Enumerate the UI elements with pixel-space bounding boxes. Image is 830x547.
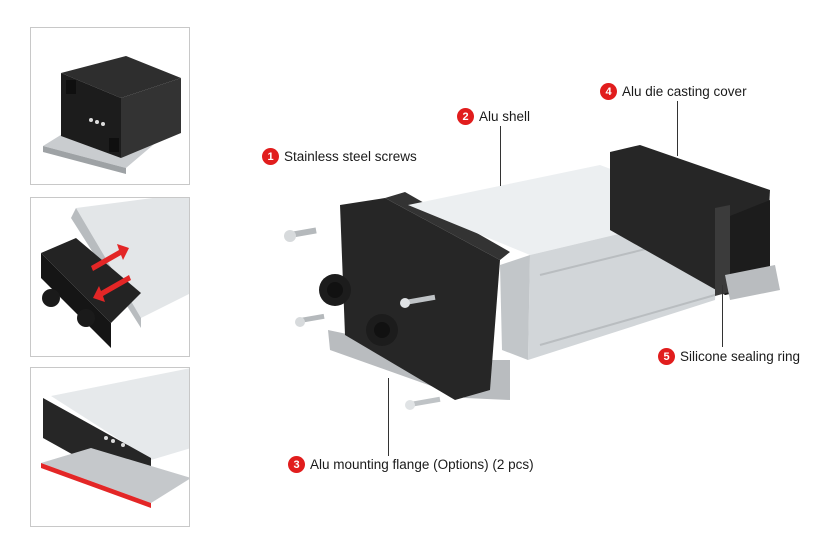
thumbnail-assembled[interactable] xyxy=(30,27,190,185)
sealing-ring-shape xyxy=(715,205,730,296)
exploded-view-diagram xyxy=(284,145,780,410)
callout-label-5: Silicone sealing ring xyxy=(680,349,801,364)
callout-alu-mounting-flange: 3 Alu mounting flange (Options) (2 pcs) xyxy=(288,456,534,473)
leader-line-3 xyxy=(388,378,389,456)
number-badge-3: 3 xyxy=(288,456,305,473)
leader-line-2 xyxy=(500,126,501,186)
number-badge-1: 1 xyxy=(262,148,279,165)
leader-line-5 xyxy=(722,285,723,347)
number-badge-5: 5 xyxy=(658,348,675,365)
callout-label-2: Alu shell xyxy=(479,109,531,124)
screw-left-lower xyxy=(295,313,325,327)
number-badge-2: 2 xyxy=(457,108,474,125)
callout-label-3: Alu mounting flange (Options) (2 pcs) xyxy=(310,457,534,472)
slide-in-assembly-image xyxy=(41,198,189,348)
leader-line-4 xyxy=(677,101,678,156)
arrow-in-icon xyxy=(91,244,129,271)
assembled-enclosure-image xyxy=(43,56,181,174)
callout-alu-shell: 2 Alu shell xyxy=(457,108,530,125)
number-badge-4: 4 xyxy=(600,83,617,100)
sealing-ring-image xyxy=(41,368,189,508)
callout-alu-die-casting-cover: 4 Alu die casting cover xyxy=(600,83,747,100)
arrow-out-icon xyxy=(93,275,131,302)
thumbnail-sealing-ring[interactable] xyxy=(30,367,190,527)
callout-silicone-sealing-ring: 5 Silicone sealing ring xyxy=(658,348,800,365)
callout-stainless-steel-screws: 1 Stainless steel screws xyxy=(262,148,417,165)
callout-label-4: Alu die casting cover xyxy=(622,84,747,99)
screw-left-upper xyxy=(284,227,317,242)
thumbnail-slide-in[interactable] xyxy=(30,197,190,357)
callout-label-1: Stainless steel screws xyxy=(284,149,417,164)
